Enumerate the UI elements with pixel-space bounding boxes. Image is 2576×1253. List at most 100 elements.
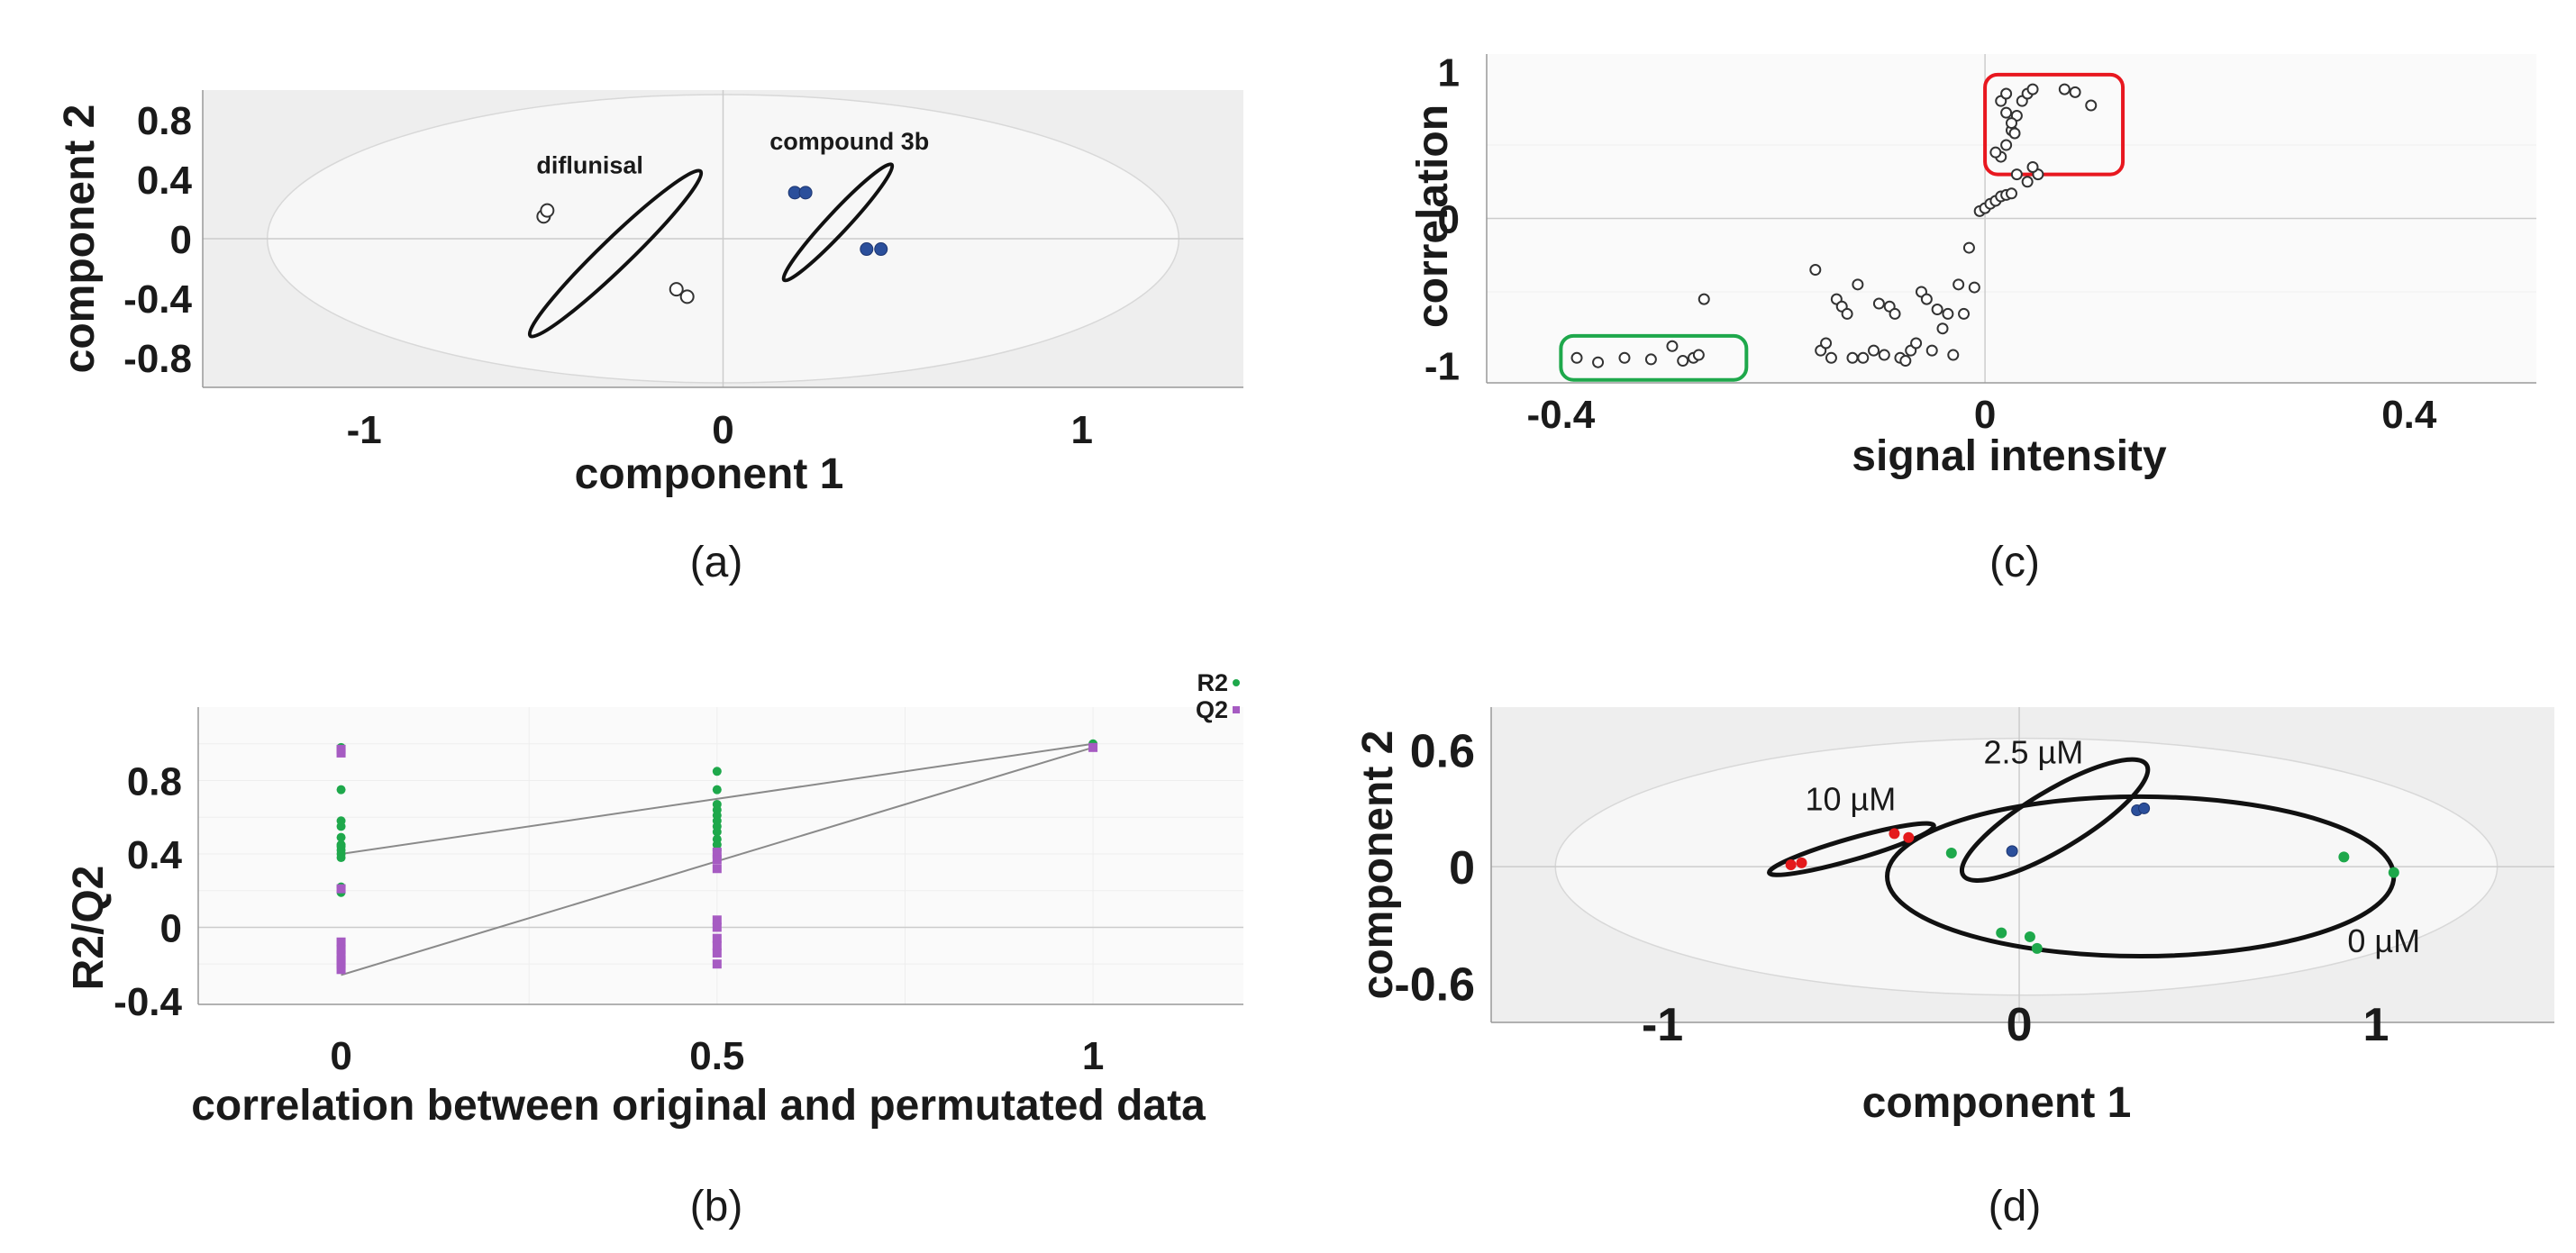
panel-a-points (536, 186, 888, 304)
panel-c-point-variables (1872, 297, 1885, 310)
panel-b-point-q2 (336, 959, 346, 969)
panel-c-caption: (c) (1989, 539, 2040, 586)
panel-c-point-variables (1698, 293, 1710, 305)
panel-a-y-axis-label: component 2 (56, 104, 104, 374)
panel-d-point-2-5-m (2006, 845, 2018, 858)
panel-b-point-q2 (712, 933, 722, 943)
panel-c-point-variables (1968, 281, 1980, 294)
panel-c-point-variables (1958, 307, 1971, 320)
panel-c-point-variables (1899, 355, 1912, 368)
panel-b-point-q2 (336, 965, 346, 975)
panel-c-highlight-box-red (1983, 72, 2125, 177)
panel-c-point-variables (2021, 176, 2034, 188)
panel-c-point-variables (1889, 307, 1901, 320)
panel-c-point-variables (1846, 351, 1859, 364)
panel-a-annotation: compound 3b (769, 128, 929, 155)
panel-c-point-variables (1936, 322, 1949, 335)
panel-c-point-variables (1920, 293, 1933, 305)
panel-c-point-variables (2085, 99, 2098, 112)
panel-b-x-tick-label: 0 (330, 1034, 351, 1078)
panel-a-point-compound-3b (860, 242, 874, 257)
panel-c-point-variables (2006, 187, 2017, 200)
panel-c-point-variables (1841, 307, 1853, 320)
panel-c-point-variables (2026, 83, 2039, 95)
panel-b-point-r2 (336, 832, 346, 842)
panel-c-point-variables (1931, 304, 1943, 316)
panel-a-point-diflunisal (540, 203, 555, 218)
panel-b-x-tick-label: 1 (1082, 1034, 1104, 1078)
panel-a-caption: (a) (690, 539, 743, 586)
panel-c-point-variables (1947, 349, 1960, 361)
panel-c-x-tick-label: -0.4 (1526, 393, 1595, 437)
panel-d-point-0-m (2024, 931, 2035, 942)
panel-a-y-tick-label: -0.4 (123, 277, 192, 322)
panel-a-x-axis-label: component 1 (575, 450, 844, 498)
panel-a-x-tick-label: 0 (712, 408, 733, 452)
panel-b-point-q2 (712, 948, 722, 958)
panel-b-point-q2 (712, 855, 722, 865)
panel-d-y-axis-label: component 2 (1354, 731, 1402, 1000)
panel-b-point-r2 (712, 767, 722, 776)
panel-d-point-10-m (1889, 828, 1900, 840)
panel-d-group-ellipse (1767, 821, 1936, 877)
panel-c-point-variables (2026, 160, 2039, 173)
panel-b-point-q2 (336, 748, 346, 758)
panel-d-x-tick-label: -1 (1642, 999, 1683, 1051)
panel-b-regression-line-r2 (341, 742, 1094, 855)
panel-c-point-variables (2000, 87, 2013, 100)
panel-d-y-tick-label: 0 (1449, 842, 1475, 894)
panel-b-legend-label: Q2 (1196, 696, 1228, 723)
panel-b-y-tick-label: 0.4 (127, 833, 183, 877)
panel-b-caption: (b) (690, 1183, 743, 1230)
panel-c-point-variables (1952, 278, 1965, 291)
panel-a-x-tick-label: -1 (347, 408, 382, 452)
panel-c-point-variables (1942, 307, 1954, 320)
panel-c-point-variables (1677, 355, 1689, 368)
panel-b-point-r2 (712, 827, 722, 837)
panel-c-point-variables (1925, 344, 1938, 357)
panel-b-point-r2 (336, 841, 346, 851)
panel-b-legend-label: R2 (1197, 669, 1228, 696)
panel-a-point-diflunisal (669, 282, 684, 297)
panel-b-point-q2 (712, 922, 722, 932)
panel-b-y-tick-label: -0.4 (114, 980, 182, 1024)
panel-c-point-variables (1989, 146, 2002, 159)
panel-b-point-q2 (336, 937, 346, 947)
panel-c-x-tick-label: 0 (1974, 393, 1996, 437)
panel-c-point-variables (1618, 351, 1631, 364)
panel-c-y-axis-label: correlation (1409, 104, 1457, 328)
panel-c-point-variables (1570, 351, 1583, 364)
panel-d-caption: (d) (1989, 1183, 2042, 1230)
panel-c-point-variables (1868, 344, 1880, 357)
panel-c-point-variables (1592, 356, 1605, 368)
panel-c-y-tick-label: -1 (1425, 344, 1460, 388)
panel-d-y-tick-label: -0.6 (1394, 959, 1475, 1012)
panel-c-y-tick-label: 1 (1438, 50, 1460, 95)
panel-c-point-variables (1962, 241, 1975, 254)
panel-c-y-tick-label: 0 (1438, 197, 1460, 241)
panel-a-y-tick-label: -0.8 (123, 337, 192, 381)
panel-d-point-0-m (1996, 927, 2007, 939)
panel-b-points (336, 739, 1098, 975)
panel-a-group-ellipse (527, 168, 704, 339)
panel-a-y-tick-label: 0 (170, 218, 192, 262)
panel-b-x-tick-label: 0.5 (689, 1034, 744, 1078)
panel-b-point-q2 (336, 884, 346, 894)
panel-c-point-variables (1910, 337, 1923, 350)
panel-d-group-ellipse (1959, 757, 2151, 884)
panel-a-x-tick-label: 1 (1071, 408, 1093, 452)
panel-b-point-q2 (712, 959, 722, 969)
panel-a-point-compound-3b (874, 242, 888, 257)
panel-c-point-variables (1852, 278, 1864, 291)
panel-c-point-variables (1644, 353, 1657, 366)
panel-c-points (1570, 83, 2098, 368)
